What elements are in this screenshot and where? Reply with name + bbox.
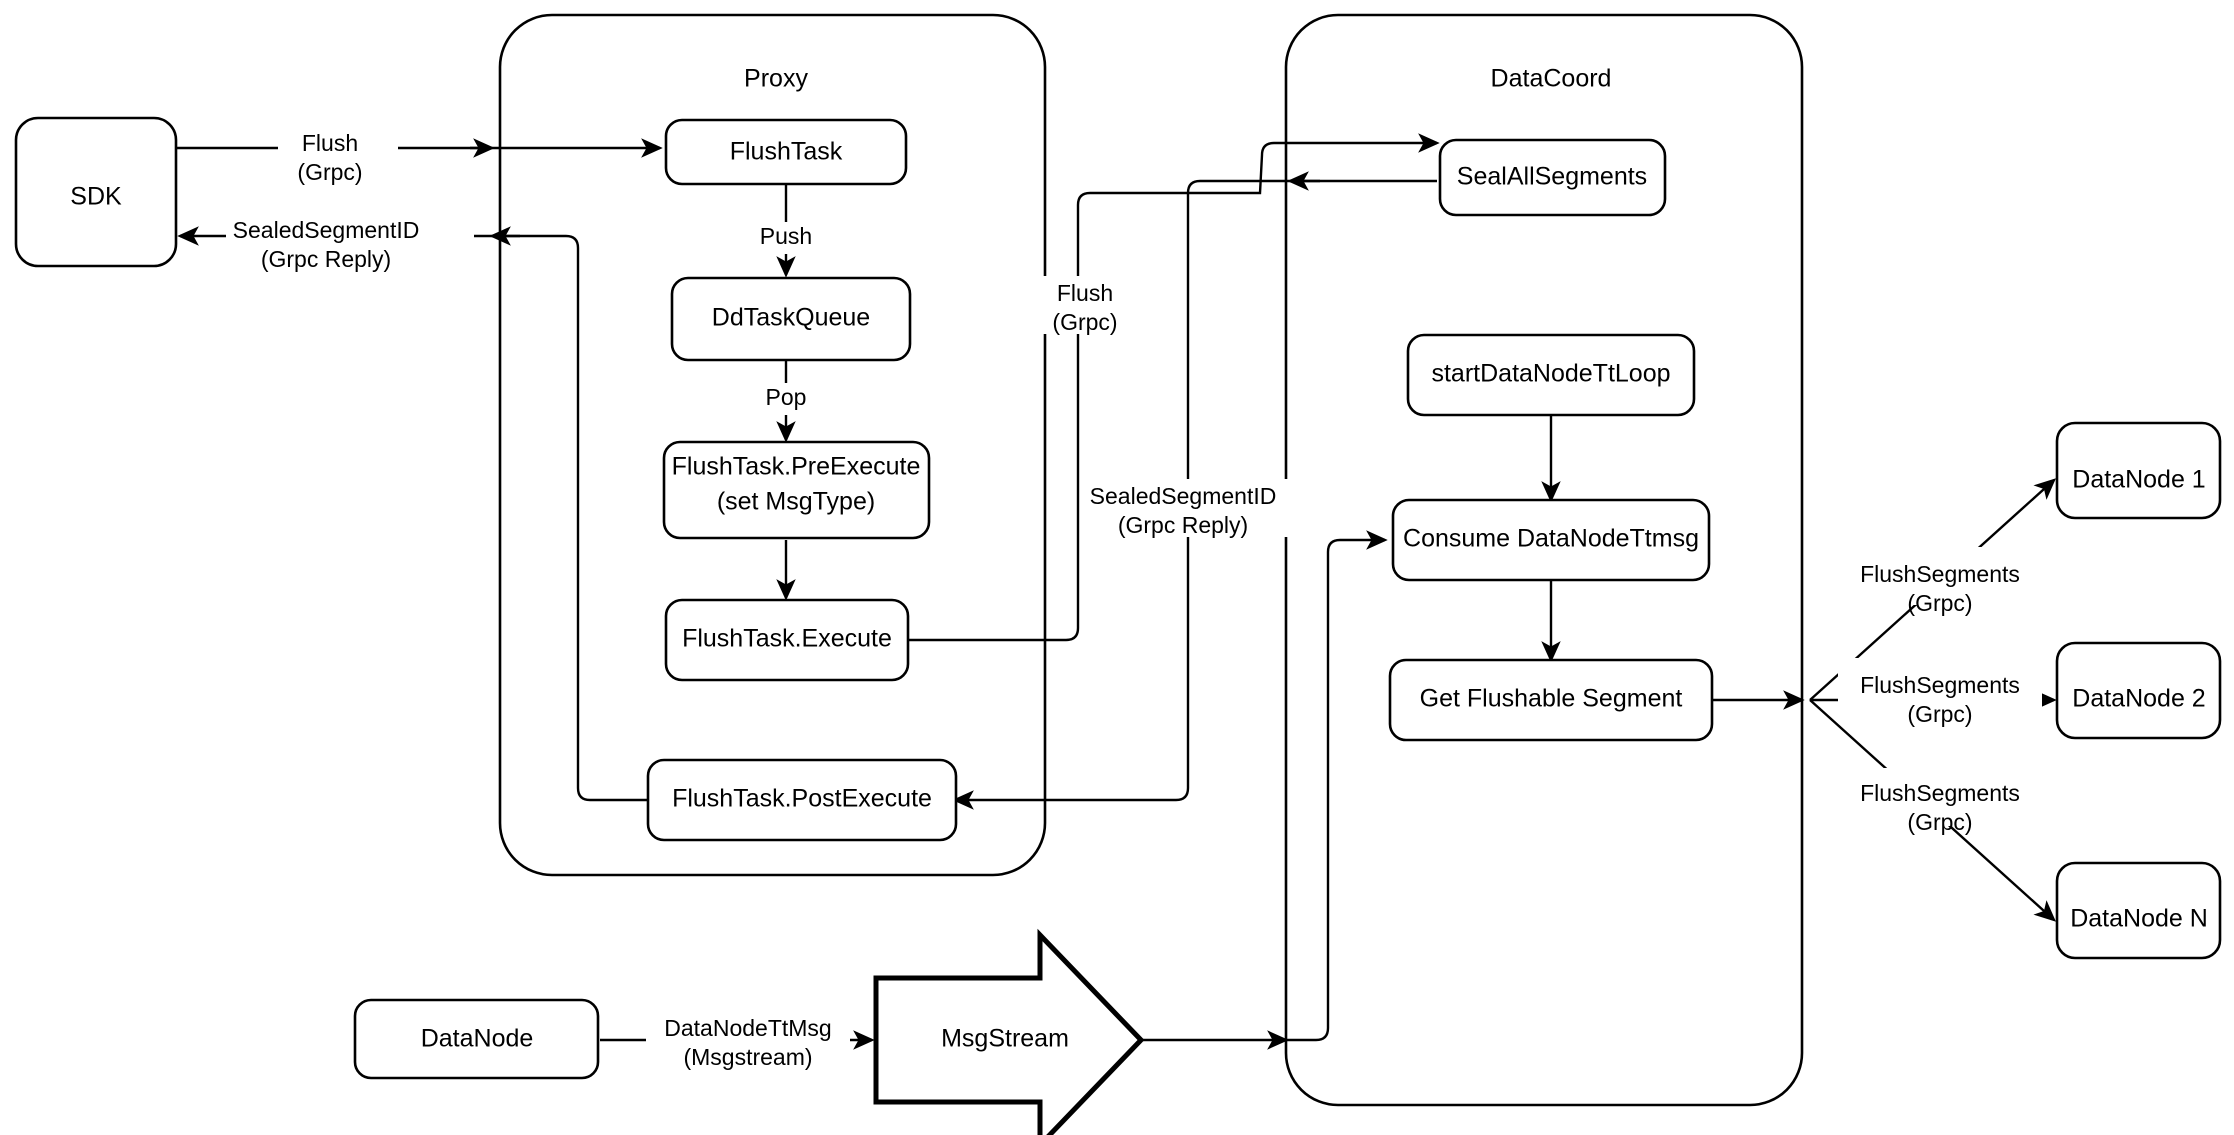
node-sdk[interactable]: SDK [14,116,178,268]
node-flushtask-preexecute[interactable]: FlushTask.PreExecute (set MsgType) [662,440,931,540]
label-flush-coord-line2: (Grpc) [1052,309,1117,335]
label-flushsegments-2-line2: (Grpc) [1907,701,1972,727]
label-flushsegments-1-line2: (Grpc) [1907,590,1972,616]
seal-all-segments-label: SealAllSegments [1457,163,1647,191]
execute-rect[interactable] [664,598,910,682]
node-datanode-n[interactable]: DataNode N [2055,861,2222,960]
sdk-rect[interactable] [14,116,178,268]
edge-execute-to-sealallsegments [908,133,1440,642]
flush-task-rect[interactable] [664,118,908,186]
label-sealedsegmentid-coord-line2: (Grpc Reply) [1118,512,1248,538]
datanode-1-label: DataNode 1 [2072,466,2205,494]
label-datanode-ttmsg-line2: (Msgstream) [683,1044,812,1070]
start-tt-loop-label: startDataNodeTtLoop [1431,360,1670,388]
label-sealedsegmentid-line2: (Grpc Reply) [261,246,391,272]
datacoord-container-label: DataCoord [1491,65,1612,93]
label-flush-grpc-line2: (Grpc) [297,159,362,185]
edge-sealallsegments-to-postexecute [952,179,1437,810]
label-sealedsegmentid-coord-line1: SealedSegmentID [1090,483,1277,509]
consume-ttmsg-rect[interactable] [1391,498,1711,582]
label-flushsegments-n-line2: (Grpc) [1907,809,1972,835]
seal-all-segments-rect[interactable] [1438,138,1667,217]
node-flushtask-execute[interactable]: FlushTask.Execute [664,598,910,682]
node-dd-task-queue[interactable]: DdTaskQueue [670,276,912,362]
edge-label-proxy-to-sdk: SealedSegmentID (Grpc Reply) [226,213,474,272]
label-datanode-ttmsg-line1: DataNodeTtMsg [664,1015,831,1041]
get-flushable-rect[interactable] [1388,658,1714,742]
edge-label-flushsegments-1: FlushSegments (Grpc) [1838,547,2042,616]
label-flush-coord-line1: Flush [1057,280,1113,306]
execute-label: FlushTask.Execute [682,625,892,653]
node-start-datanode-tt-loop[interactable]: startDataNodeTtLoop [1406,333,1696,417]
node-consume-datanode-ttmsg[interactable]: Consume DataNodeTtmsg [1391,498,1711,582]
label-flushsegments-n-line1: FlushSegments [1860,780,2020,806]
label-pop: Pop [766,384,807,410]
label-flushsegments-1-line1: FlushSegments [1860,561,2020,587]
msgstream-arrow-shape[interactable] [873,928,1145,1135]
edge-label-flushsegments-n: FlushSegments (Grpc) [1838,768,2042,835]
proxy-container-label: Proxy [744,65,808,93]
datanode-2-label: DataNode 2 [2072,685,2205,713]
postexecute-rect[interactable] [646,758,958,842]
edge-label-flushsegments-2: FlushSegments (Grpc) [1838,658,2042,727]
edge-label-proxy-to-coord: Flush (Grpc) [1033,276,1137,335]
node-datanode-source[interactable]: DataNode [353,998,600,1080]
start-tt-loop-rect[interactable] [1406,333,1696,417]
msgstream-label: MsgStream [941,1025,1069,1053]
label-push: Push [760,223,812,249]
node-flush-task[interactable]: FlushTask [664,118,908,186]
node-flushtask-postexecute[interactable]: FlushTask.PostExecute [646,758,958,842]
edge-label-pop: Pop [750,383,822,415]
node-datanode-1[interactable]: DataNode 1 [2055,421,2222,520]
label-sealedsegmentid-line1: SealedSegmentID [233,217,420,243]
edge-label-datanode-ttmsg: DataNodeTtMsg (Msgstream) [646,1012,850,1070]
postexecute-label: FlushTask.PostExecute [672,785,932,813]
label-flushsegments-2-line1: FlushSegments [1860,672,2020,698]
edge-label-coord-to-proxy: SealedSegmentID (Grpc Reply) [1085,479,1299,538]
flush-task-label: FlushTask [730,138,843,166]
datanode-n-rect[interactable] [2055,861,2222,960]
node-msgstream[interactable]: MsgStream [873,928,1145,1135]
node-seal-all-segments[interactable]: SealAllSegments [1438,138,1667,217]
edge-postexecute-to-sdk [177,226,648,802]
datanode-source-label: DataNode [421,1025,534,1053]
preexecute-label-line2: (set MsgType) [717,488,875,516]
preexecute-rect[interactable] [662,440,931,540]
datanode-1-rect[interactable] [2055,421,2222,520]
consume-ttmsg-label: Consume DataNodeTtmsg [1403,525,1699,553]
label-flush-grpc-line1: Flush [302,130,358,156]
get-flushable-label: Get Flushable Segment [1420,685,1683,713]
preexecute-label-line1: FlushTask.PreExecute [672,453,921,481]
edge-datacoord-to-consume [1286,530,1388,1042]
dd-task-queue-label: DdTaskQueue [712,304,870,332]
dd-task-queue-rect[interactable] [670,276,912,362]
datanode-source-rect[interactable] [353,998,600,1080]
node-get-flushable-segment[interactable]: Get Flushable Segment [1388,658,1714,742]
sdk-label: SDK [70,183,122,211]
edge-label-sdk-to-proxy: Flush (Grpc) [278,126,398,185]
node-datanode-2[interactable]: DataNode 2 [2055,641,2222,740]
datanode-n-label: DataNode N [2070,905,2208,933]
datanode-2-rect[interactable] [2055,641,2222,740]
edge-label-push: Push [745,222,827,254]
